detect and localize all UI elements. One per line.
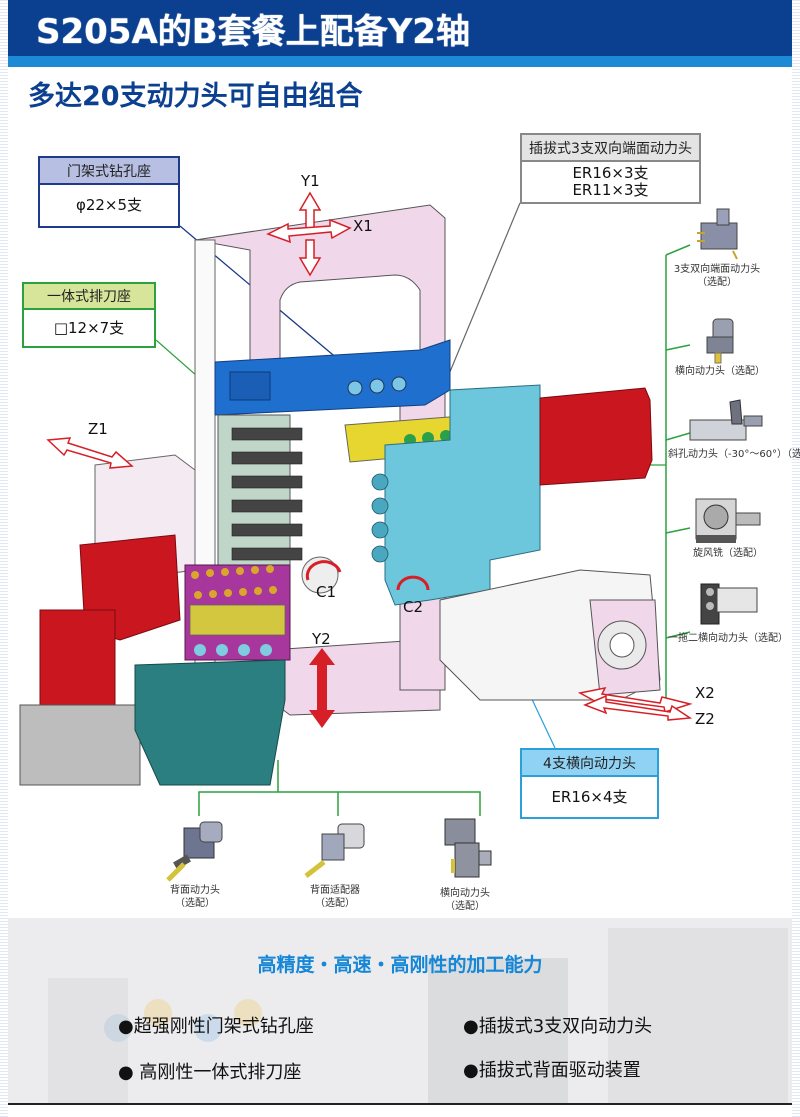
axis-arrow-c2 — [396, 575, 430, 591]
axis-label-x2: X2 — [695, 684, 715, 702]
option-note: （选配） — [445, 901, 485, 912]
tool-image — [166, 821, 223, 882]
option-label: 斜孔动力头（-30°～60°）（选 — [668, 449, 800, 460]
option-label: 横向动力头 — [440, 888, 490, 899]
axis-label-c1: C1 — [316, 583, 337, 601]
option-label: 背面动力头 — [170, 885, 220, 896]
callout-title: 一体式排刀座 — [24, 284, 154, 310]
feature-heading: 高精度・高速・高刚性的加工能力 — [257, 954, 543, 976]
feature-item: ●插拔式背面驱动装置 — [463, 1060, 641, 1081]
option-note: （选配） — [315, 898, 355, 909]
option-back-adapter: 背面适配器 （选配） — [285, 818, 385, 910]
axis-label-y1: Y1 — [301, 172, 320, 190]
gantry-frame — [194, 204, 446, 401]
option-note: （选配） — [175, 898, 215, 909]
lateral-tool-block — [384, 384, 541, 606]
tool-image — [444, 818, 492, 878]
axis-arrow-z1 — [46, 437, 134, 469]
left-base-block — [19, 704, 141, 786]
bottom-rule — [8, 1103, 792, 1105]
option-whirling-cutter: 旋风铣（选配） — [678, 495, 778, 560]
feature-item: ●插拔式3支双向动力头 — [463, 1016, 653, 1037]
feature-panel: 高精度・高速・高刚性的加工能力 ●超强刚性门架式钻孔座 ● 高刚性一体式排刀座 … — [8, 918, 792, 1103]
teal-base — [134, 659, 286, 786]
axis-label-x1: X1 — [353, 217, 373, 235]
machine-illustration — [19, 191, 693, 816]
axis-label-z2: Z2 — [695, 710, 715, 728]
option-back-driven-head: 背面动力头 （选配） — [150, 818, 240, 910]
callout-title: 4支横向动力头 — [522, 750, 657, 777]
axis-arrow-x2-z2 — [577, 686, 693, 721]
option-label: 横向动力头（选配） — [675, 366, 765, 377]
callout-spec: φ22×5支 — [75, 196, 143, 214]
callout-plug-in-3: 插拔式3支双向端面动力头 ER16×3支 ER11×3支 — [520, 133, 701, 204]
tool-image — [689, 399, 763, 441]
background-photo — [8, 918, 792, 1103]
option-plug-in-3-face-head: 3支双向端面动力头 （选配） — [672, 205, 762, 289]
callout-title: 门架式钻孔座 — [40, 158, 178, 185]
tool-image — [695, 498, 761, 543]
spindle-motor-right — [539, 387, 653, 486]
option-dual-lateral-head: 一拖二横向动力头（选配） — [668, 580, 788, 645]
option-label: 旋风铣（选配） — [693, 548, 763, 559]
header-band: S205A的B套餐上配备Y2轴 — [8, 0, 792, 56]
option-label: 背面适配器 — [310, 885, 360, 896]
header-accent-bar — [8, 56, 792, 67]
left-margin-stripe — [0, 0, 8, 1117]
axis-label-z1: Z1 — [88, 420, 108, 438]
option-lateral-head-bottom: 横向动力头 （选配） — [420, 815, 510, 913]
page-title: S205A的B套餐上配备Y2轴 — [36, 12, 470, 52]
callout-lateral-4: 4支横向动力头 ER16×4支 — [520, 748, 659, 819]
axis-label-c2: C2 — [403, 598, 424, 616]
option-label: 3支双向端面动力头 — [673, 264, 761, 275]
option-label: 一拖二横向动力头（选配） — [668, 633, 788, 644]
callout-spec: ER16×4支 — [551, 787, 628, 806]
page-subtitle: 多达20支动力头可自由组合 — [28, 81, 363, 112]
callout-spec: ER16×3支 — [572, 164, 649, 182]
option-lateral-head: 横向动力头（选配） — [670, 315, 770, 378]
tool-image — [697, 208, 738, 260]
tool-image — [700, 583, 758, 625]
axis-arrow-c1 — [305, 560, 342, 581]
callout-spec: ER11×3支 — [572, 181, 649, 199]
axis-arrow-x1 — [266, 218, 352, 244]
callout-spec: □12×7支 — [53, 318, 125, 337]
feature-item: ●超强刚性门架式钻孔座 — [118, 1016, 314, 1037]
option-note: （选配） — [697, 277, 737, 288]
axis-arrow-y2 — [309, 648, 335, 728]
callout-gang-tool: 一体式排刀座 □12×7支 — [22, 282, 156, 348]
callout-gantry-drill: 门架式钻孔座 φ22×5支 — [38, 156, 180, 228]
option-angle-head: 斜孔动力头（-30°～60°）（选 — [668, 398, 800, 461]
tool-image — [706, 318, 734, 364]
callout-title: 插拔式3支双向端面动力头 — [522, 135, 699, 162]
tool-image — [304, 823, 365, 878]
right-margin-stripe — [792, 0, 800, 1117]
feature-item: ● 高刚性一体式排刀座 — [118, 1062, 302, 1083]
axis-label-y2: Y2 — [312, 630, 331, 648]
